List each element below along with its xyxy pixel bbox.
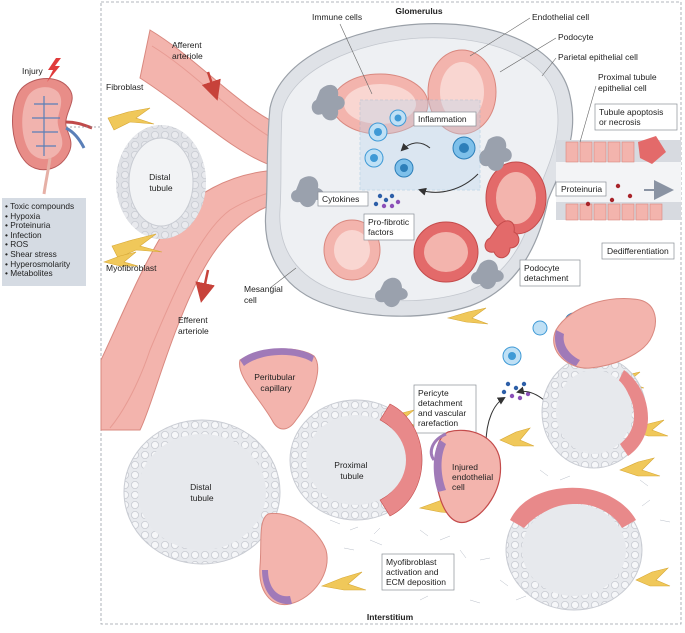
pericyte-detachment-label: Pericyte detachment and vascular rarefac…: [418, 388, 469, 428]
proximal-tubule-epithelial-cell-label: Proximal tubule epithelial cell: [598, 72, 659, 93]
tubule-apoptosis-box: [594, 103, 678, 131]
factor-item: ROS: [5, 240, 83, 250]
factor-item: Shear stress: [5, 249, 83, 260]
immune-cells-label: Immune cells: [312, 12, 362, 22]
factor-item: Metabolites: [5, 269, 83, 279]
inflammation-label: Inflammation: [418, 114, 467, 124]
injury-lightning-icon: [47, 58, 61, 82]
dedifferentiation-box: [601, 242, 675, 260]
cytokines-box: [317, 191, 369, 207]
myofibroblast-activation-label: Myofibroblast activation and ECM deposit…: [386, 557, 446, 587]
dedifferentiation-label: Dedifferentiation: [607, 246, 669, 256]
injury-factors-panel: Toxic compounds Hypoxia Proteinuria Infe…: [2, 198, 86, 286]
podocyte-label: Podocyte: [558, 32, 594, 42]
factor-item: Hyperosmolarity: [5, 259, 83, 270]
factor-item: Hypoxia: [5, 211, 83, 222]
proximal-tubule-bottom-right: [505, 487, 643, 611]
factor-item: Proteinuria: [5, 221, 83, 231]
factor-item: Infection: [5, 230, 83, 241]
mesangial-cell-label: Mesangial cell: [244, 284, 285, 305]
interstitium-label: Interstitium: [367, 612, 414, 622]
efferent-arteriole-label: Efferent arteriole: [178, 315, 210, 336]
injured-endothelial-cell: [433, 429, 502, 524]
injured-endothelial-label: Injured endothelial cell: [452, 462, 496, 492]
distal-tubule-bottom: [123, 419, 281, 565]
tubule-apoptosis-label: Tubule apoptosis or necrosis: [599, 107, 666, 127]
immune-cells: [364, 109, 613, 366]
proximal-tubule-label: Proximal tubule: [334, 460, 369, 481]
peritubular-capillary-bottom: [259, 512, 328, 606]
peritubular-capillary-label: Peritubular capillary: [254, 372, 297, 393]
inflammation-box: [413, 111, 477, 127]
proximal-tubule-top: [556, 136, 681, 221]
proteinuria-label: Proteinuria: [561, 184, 602, 194]
distal-tubule-top: [116, 125, 206, 239]
ecm-fibres: [299, 469, 671, 604]
kidney-icon: [12, 78, 101, 195]
endothelial-cell-label: Endothelial cell: [532, 12, 589, 22]
parietal-epithelial-cell-label: Parietal epithelial cell: [558, 52, 638, 62]
pro-fibrotic-label: Pro-fibrotic factors: [368, 217, 411, 237]
pericyte-cell: [429, 432, 447, 461]
myofibroblast-activation-box: [381, 553, 455, 591]
proximal-tubule-right: [541, 355, 648, 469]
afferent-arteriole-label: Afferent arteriole: [172, 40, 204, 61]
cytokine-dots: [373, 193, 531, 401]
pro-fibrotic-box: [363, 213, 415, 241]
fibroblast-label: Fibroblast: [106, 82, 144, 92]
injury-label: Injury: [22, 66, 44, 76]
podocyte-detachment-box: [519, 259, 581, 287]
peritubular-capillary-right: [553, 297, 656, 369]
factor-item: Toxic compounds: [5, 201, 83, 212]
myofibroblast-label: Myofibroblast: [106, 263, 157, 273]
podocyte-detachment-label: Podocyte detachment: [524, 263, 569, 283]
detaching-podocyte: [484, 220, 520, 259]
interstitium-frame: [100, 1, 682, 625]
glomerulus-label: Glomerulus: [395, 6, 443, 16]
peritubular-capillary-top: [239, 348, 319, 430]
distal-tubule-bottom-label: Distal tubule: [190, 482, 214, 503]
cytokines-label: Cytokines: [322, 194, 359, 204]
proteinuria-box: [555, 181, 607, 197]
distal-tubule-top-label: Distal tubule: [149, 172, 173, 193]
proximal-tubule-middle: [289, 399, 423, 521]
